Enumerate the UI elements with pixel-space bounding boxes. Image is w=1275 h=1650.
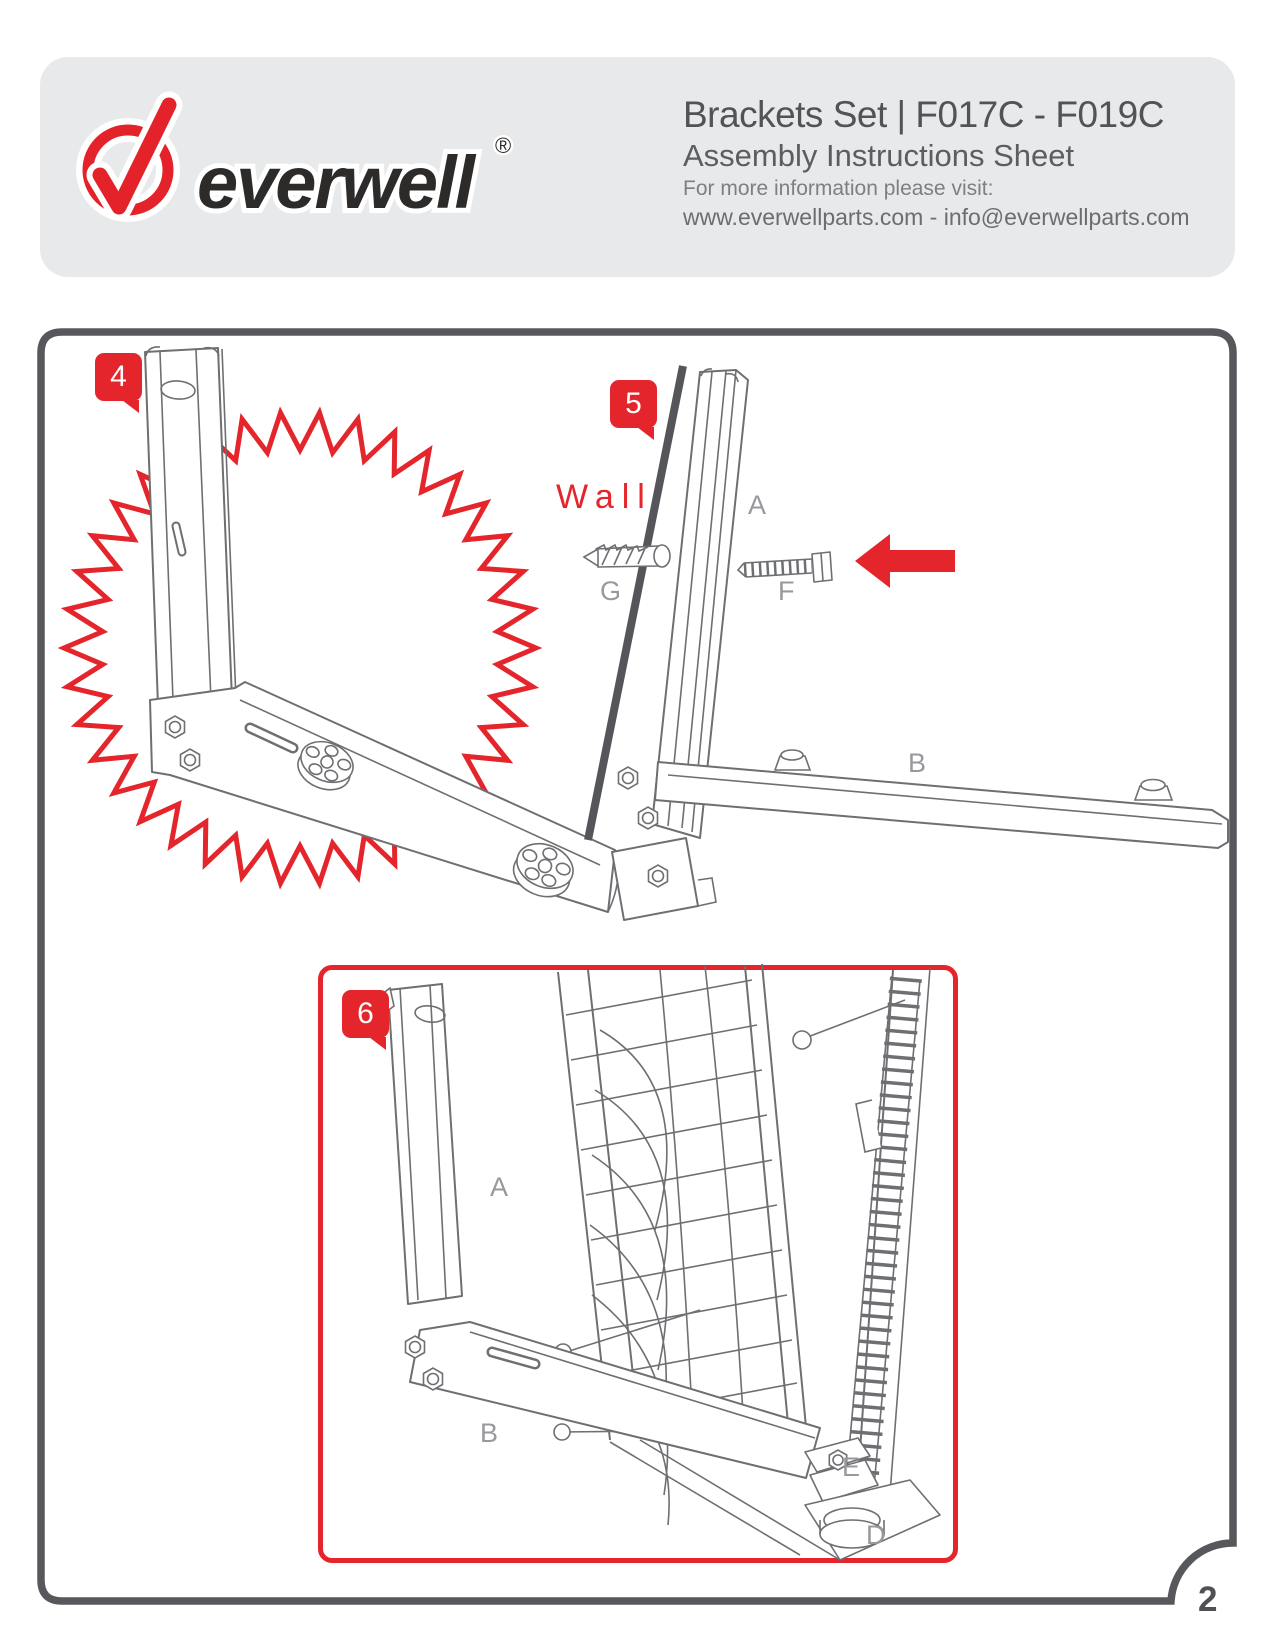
corner-bolt-1-core xyxy=(621,771,635,785)
mount-hole xyxy=(414,1005,446,1023)
border-path xyxy=(37,328,1237,1605)
bracket-vertical-arm xyxy=(144,347,233,707)
rosette-boss-2 xyxy=(512,842,574,898)
page-number: 2 xyxy=(1198,1580,1218,1619)
corner-bolt-2 xyxy=(422,1367,444,1391)
arm-bolt-2 xyxy=(1133,778,1174,801)
header-panel xyxy=(40,57,1235,277)
foot-assembly xyxy=(804,1437,941,1561)
base-arm-edge xyxy=(667,774,1223,825)
fan-blades xyxy=(589,1029,670,1526)
mount-hole xyxy=(160,380,196,400)
label-step6-a: A xyxy=(490,1172,509,1202)
check-icon xyxy=(92,97,177,215)
step6-illustration xyxy=(371,963,941,1561)
label-step5-f: F xyxy=(778,576,795,606)
foot-tab xyxy=(697,877,717,907)
info-text: For more information please visit: xyxy=(683,177,994,200)
arrow-left-icon xyxy=(855,534,955,588)
everwell-logo: everwell ® xyxy=(76,91,514,229)
wall-anchor xyxy=(582,543,671,568)
arm-bolt-1 xyxy=(773,749,812,771)
corner-bolt-2-core xyxy=(641,811,655,825)
corner-bolt-2-core xyxy=(183,753,197,767)
page-title: Brackets Set | F017C - F019C xyxy=(683,94,1164,135)
vertical-arm-edges xyxy=(159,348,237,701)
vertical-arm-cap xyxy=(145,346,220,357)
logo-wordmark: everwell xyxy=(197,141,477,224)
corner-bolt-2 xyxy=(179,748,201,772)
step5-illustration xyxy=(582,365,1229,921)
horizontal-arm-edge xyxy=(469,1331,816,1439)
small-slot-inner xyxy=(173,523,185,555)
label-step5-b: B xyxy=(908,748,927,778)
step6-number: 6 xyxy=(357,997,374,1030)
corner-bolt-1 xyxy=(617,766,639,790)
step4-illustration xyxy=(57,346,620,913)
foot-bolt xyxy=(647,864,669,888)
wall-arm-cap xyxy=(700,368,739,383)
rod-eyelet-3 xyxy=(553,1423,571,1441)
fins-edges xyxy=(845,975,921,1488)
step4-number: 4 xyxy=(110,360,127,393)
corner-bolt-1 xyxy=(404,1335,426,1359)
wall-arm-edges xyxy=(667,369,737,833)
bracket-horizontal-arm xyxy=(409,1321,821,1479)
label-step5-g: G xyxy=(600,576,622,606)
bracket-vertical-arm xyxy=(387,983,463,1305)
label-step6-e: E xyxy=(842,1452,861,1482)
wall-line xyxy=(584,365,687,841)
step5-badge: 5 xyxy=(610,380,657,428)
contact-links: www.everwellparts.com - info@everwellpar… xyxy=(683,204,1190,230)
unit-bottom-edge xyxy=(609,1439,841,1561)
vertical-arm-edges xyxy=(399,984,447,1301)
unit-right-edge xyxy=(887,967,931,1521)
foot-bolt-core xyxy=(651,869,665,883)
wall-label: Wall xyxy=(556,478,653,516)
step6-badge: 6 xyxy=(342,990,389,1038)
rod-eyelet-1 xyxy=(792,1030,812,1050)
page-subtitle: Assembly Instructions Sheet xyxy=(683,138,1075,173)
base-arm xyxy=(654,761,1229,849)
corner-bolt-1-core xyxy=(168,720,182,734)
unit-grille-frame xyxy=(744,963,809,1449)
registered-mark: ® xyxy=(495,133,511,158)
label-step6-b: B xyxy=(480,1418,499,1448)
label-step6-d: D xyxy=(866,1520,886,1550)
corner-bolt-1-core xyxy=(408,1340,422,1354)
arm-slot-inner xyxy=(489,1349,538,1367)
label-step5-a: A xyxy=(748,490,767,520)
mounting-screw xyxy=(736,551,833,583)
step5-number: 5 xyxy=(625,387,642,420)
corner-bolt-2-core xyxy=(426,1372,440,1386)
wall-arm xyxy=(651,369,749,839)
step4-badge: 4 xyxy=(95,353,142,401)
arm-slot-inner xyxy=(247,725,296,751)
fin-clip xyxy=(855,1099,882,1153)
corner-bolt-1 xyxy=(164,715,186,739)
step6-frame xyxy=(318,965,958,1563)
grille-wires xyxy=(659,965,746,1451)
rosette-boss-1 xyxy=(297,740,354,791)
corner-bolt-2 xyxy=(637,806,659,830)
